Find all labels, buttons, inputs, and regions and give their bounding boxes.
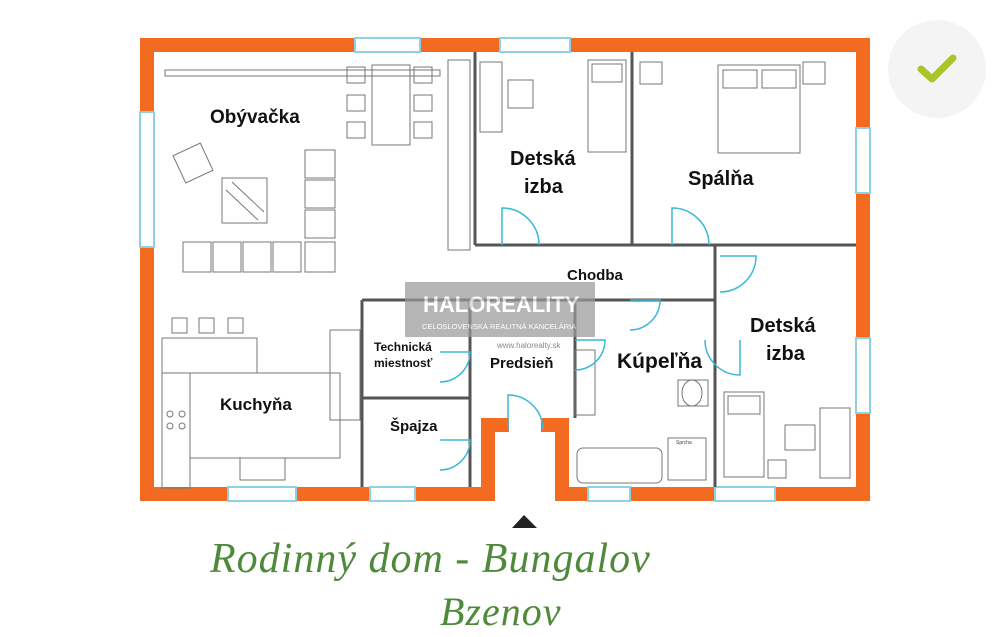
caption-location: Bzenov: [440, 589, 562, 634]
bedroom-furniture: [639, 61, 826, 154]
room-label-spajza: Špajza: [390, 417, 438, 435]
kitchen-furniture: [161, 317, 361, 489]
room-label-predsien: Predsieň: [490, 355, 553, 372]
room-label-detska-izba-1-line2: izba: [524, 176, 564, 198]
kids-room-2-furniture: [723, 391, 851, 479]
watermark: HALOREALITY CELOSLOVENSKÁ REALITNÁ KANCE…: [405, 282, 595, 337]
room-label-obyvacka: Obývačka: [210, 107, 300, 128]
room-label-detska-izba-2-line2: izba: [766, 343, 806, 365]
kids-room-1-furniture: [479, 59, 627, 153]
living-room-furniture: [164, 59, 471, 273]
watermark-url: www.halorealty.sk: [496, 341, 561, 350]
room-label-kupelna: Kúpeľňa: [617, 350, 702, 373]
watermark-tagline: CELOSLOVENSKÁ REALITNÁ KANCELÁRIA: [422, 322, 576, 331]
triangle-up-icon: [512, 515, 537, 528]
shower-label: Sprcha: [676, 440, 692, 446]
check-button[interactable]: [888, 20, 986, 118]
room-label-spalna: Spálňa: [688, 168, 754, 190]
watermark-brand: HALOREALITY: [423, 292, 580, 317]
doors: [439, 207, 757, 471]
room-label-technicka-line2: miestnosť: [374, 356, 433, 370]
windows: [139, 37, 871, 502]
room-label-kuchyna: Kuchyňa: [220, 395, 292, 414]
room-label-chodba: Chodba: [567, 267, 623, 284]
checkmark-icon: [917, 54, 957, 83]
bathroom-fixtures: [574, 349, 709, 484]
caption-title: Rodinný dom - Bungalov: [210, 536, 651, 582]
room-label-detska-izba-1: Detská: [510, 148, 576, 170]
room-label-technicka: Technická: [374, 340, 432, 354]
room-label-detska-izba-2: Detská: [750, 315, 816, 337]
